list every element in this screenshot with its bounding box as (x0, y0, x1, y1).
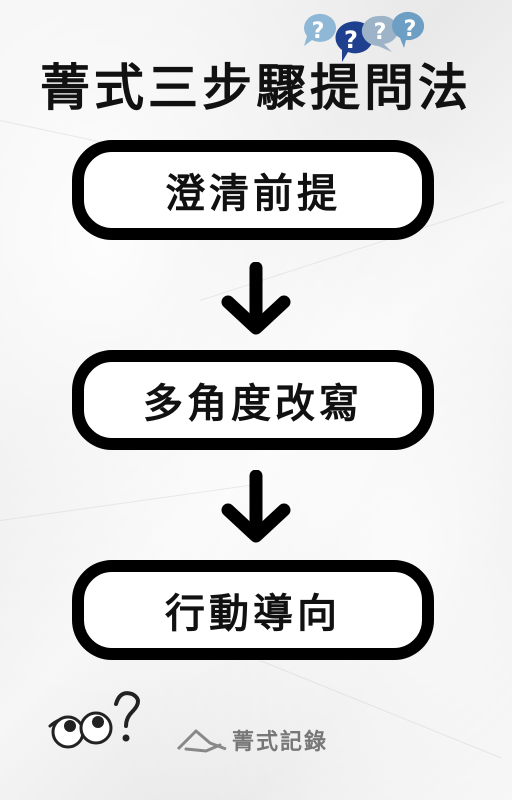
arrow-down-icon (221, 470, 291, 543)
question-bubble-icon: ? (392, 11, 425, 48)
question-bubbles-icon: ? ? ? ? (304, 11, 425, 62)
arrow-down-icon (221, 262, 291, 335)
step-box-2: 多角度改寫 (72, 350, 434, 450)
question-bubble-icon: ? (304, 13, 337, 46)
step-label: 多角度改寫 (143, 381, 363, 427)
step-box-1: 澄清前提 (72, 140, 434, 240)
svg-text:?: ? (374, 20, 387, 45)
mountain-logo-icon (176, 729, 227, 753)
step-label: 澄清前提 (165, 171, 341, 217)
brand-name: 菁式記錄 (232, 730, 329, 755)
curious-eyes-icon (48, 691, 140, 749)
svg-text:?: ? (312, 19, 325, 44)
svg-text:?: ? (344, 26, 358, 54)
svg-text:?: ? (404, 17, 417, 42)
brand-logo: 菁式記錄 (176, 720, 328, 760)
step-label: 行動導向 (165, 591, 341, 637)
page-title: 菁式三步驟提問法 (40, 59, 472, 117)
question-bubble-icon: ? (361, 15, 399, 53)
step-box-3: 行動導向 (72, 560, 434, 660)
